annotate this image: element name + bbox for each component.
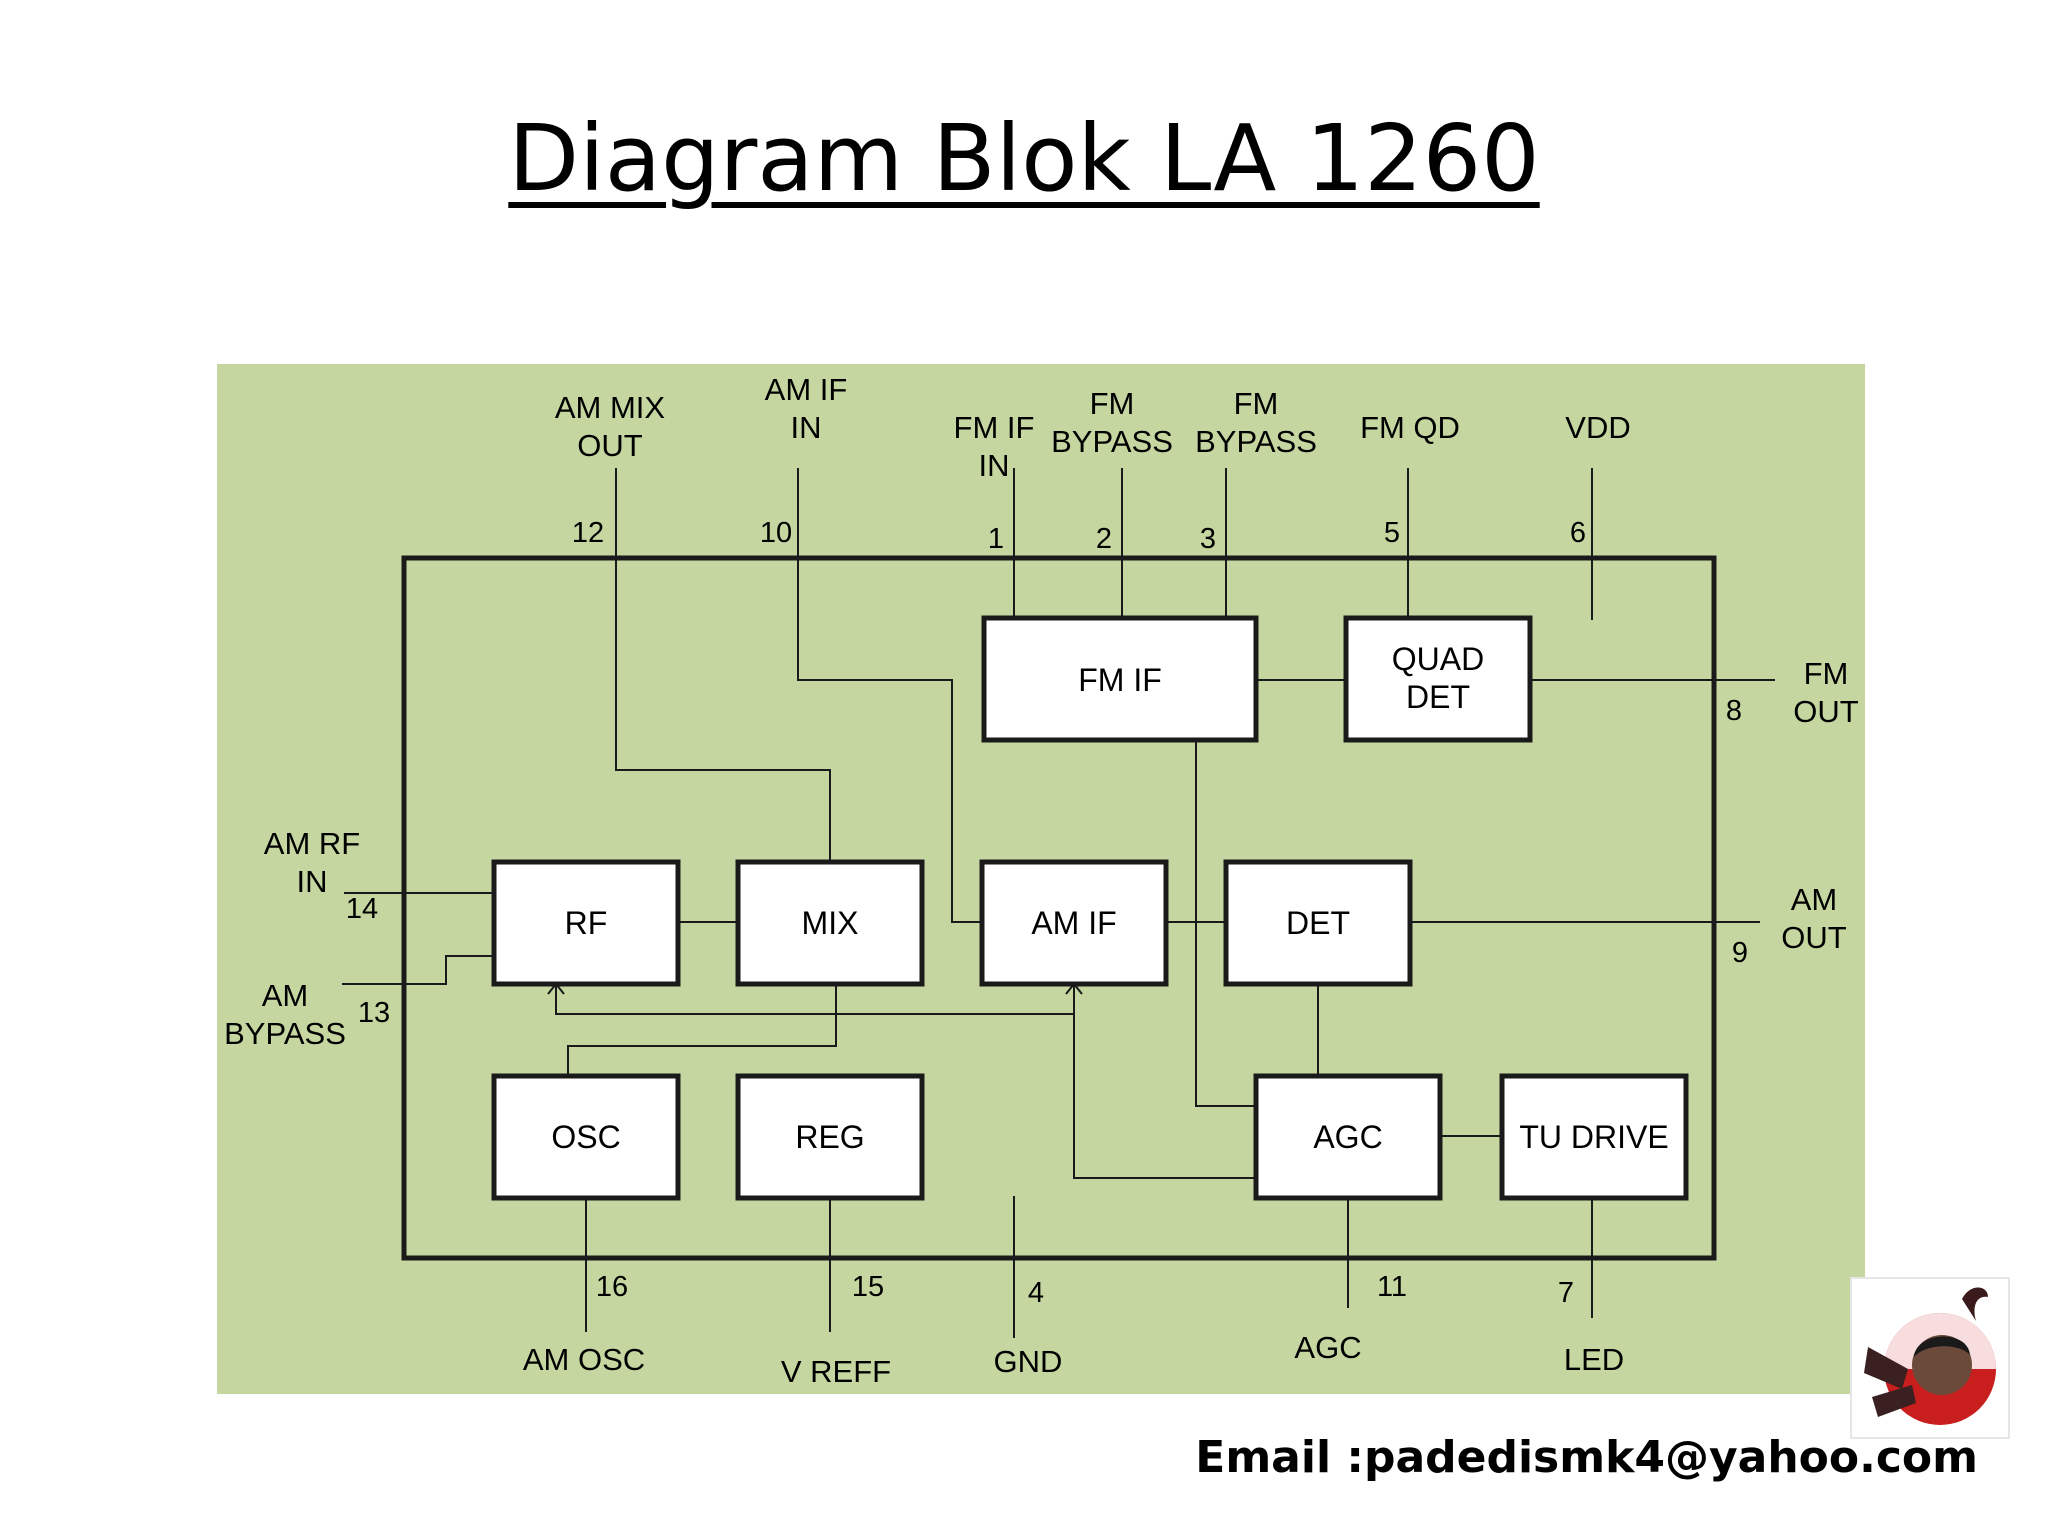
pin-number-16: 16 bbox=[596, 1271, 628, 1303]
block-label-tu-drive: TU DRIVE bbox=[1519, 1119, 1668, 1155]
ic-outline bbox=[401, 555, 1717, 1261]
block-label-quad-line2: DET bbox=[1406, 679, 1470, 715]
pin14-label-line2: IN bbox=[297, 864, 328, 899]
pin12-label-line1: AM MIX bbox=[555, 390, 666, 425]
pin-number-9: 9 bbox=[1732, 937, 1748, 969]
block-label-fm-if: FM IF bbox=[1078, 662, 1162, 698]
block-fm-if bbox=[981, 615, 1259, 743]
pin10-label-line2: IN bbox=[791, 410, 822, 445]
pin-number-15: 15 bbox=[852, 1271, 884, 1303]
wire-pin13 bbox=[342, 955, 494, 985]
pin10-label-line1: AM IF bbox=[765, 372, 848, 407]
block-label-quad-line1: QUAD bbox=[1392, 641, 1484, 677]
pin2-label-line2: BYPASS bbox=[1051, 424, 1173, 459]
block-mix bbox=[735, 859, 925, 987]
contact-email: Email :padedismk4@yahoo.com bbox=[1195, 1432, 1978, 1483]
pin-number-12: 12 bbox=[572, 517, 604, 549]
pin3-label-line1: FM bbox=[1234, 386, 1279, 421]
pin7-label: LED bbox=[1564, 1342, 1624, 1377]
block-label-osc: OSC bbox=[551, 1119, 620, 1155]
wire-pin12-mix bbox=[615, 468, 831, 862]
pin12-label-line2: OUT bbox=[577, 428, 643, 463]
block-am-if bbox=[979, 859, 1169, 987]
pin6-label: VDD bbox=[1565, 410, 1630, 445]
block-label-am-if: AM IF bbox=[1031, 905, 1116, 941]
block-label-rf: RF bbox=[565, 905, 608, 941]
wire-mix-osc bbox=[567, 986, 837, 1076]
pin9-label-line1: AM bbox=[1791, 882, 1838, 917]
block-tu-drive bbox=[1499, 1073, 1689, 1201]
block-label-reg: REG bbox=[795, 1119, 864, 1155]
pin4-label: GND bbox=[994, 1344, 1063, 1379]
pin-number-6: 6 bbox=[1570, 517, 1586, 549]
pin15-label: V REFF bbox=[781, 1354, 891, 1389]
block-reg bbox=[735, 1073, 925, 1201]
block-label-mix: MIX bbox=[802, 905, 859, 941]
pin-number-1: 1 bbox=[988, 523, 1004, 555]
pin-number-8: 8 bbox=[1726, 695, 1742, 727]
pin1-label-line2: IN bbox=[979, 448, 1010, 483]
wire-pin10-amif bbox=[797, 468, 982, 923]
pin-number-7: 7 bbox=[1558, 1277, 1574, 1309]
block-quad-det bbox=[1343, 615, 1533, 743]
pin-number-2: 2 bbox=[1096, 523, 1112, 555]
blocks bbox=[491, 615, 1689, 1201]
pin-number-5: 5 bbox=[1384, 517, 1400, 549]
wire-fmif-agc bbox=[1195, 742, 1256, 1107]
person-emblem-icon bbox=[1850, 1277, 2010, 1439]
pin-number-4: 4 bbox=[1028, 1277, 1044, 1309]
pin-number-13: 13 bbox=[358, 997, 390, 1029]
pin3-label-line2: BYPASS bbox=[1195, 424, 1317, 459]
pin13-label-line1: AM bbox=[262, 978, 309, 1013]
pin1-label-line1: FM IF bbox=[954, 410, 1035, 445]
block-label-det: DET bbox=[1286, 905, 1350, 941]
pin9-label-line2: OUT bbox=[1781, 920, 1847, 955]
block-det bbox=[1223, 859, 1413, 987]
pin8-label-line2: OUT bbox=[1793, 694, 1859, 729]
pin11-label: AGC bbox=[1294, 1330, 1361, 1365]
pin-number-10: 10 bbox=[760, 517, 792, 549]
pin13-label-line2: BYPASS bbox=[224, 1016, 346, 1051]
pin14-label-line1: AM RF bbox=[264, 826, 360, 861]
wires bbox=[342, 468, 1775, 1338]
pin8-label-line1: FM bbox=[1804, 656, 1849, 691]
slide-title: Diagram Blok LA 1260 bbox=[508, 105, 1540, 212]
block-rf bbox=[491, 859, 681, 987]
block-label-agc: AGC bbox=[1313, 1119, 1382, 1155]
pin16-label: AM OSC bbox=[523, 1342, 645, 1377]
wire-agc-rf bbox=[555, 986, 1074, 1015]
wire-agc-amif bbox=[1073, 986, 1256, 1179]
pin5-label: FM QD bbox=[1360, 410, 1460, 445]
pin2-label-line1: FM bbox=[1090, 386, 1135, 421]
pin-number-11: 11 bbox=[1377, 1271, 1407, 1303]
pin-number-14: 14 bbox=[346, 893, 378, 925]
block-agc bbox=[1253, 1073, 1443, 1201]
block-osc bbox=[491, 1073, 681, 1201]
pin-number-3: 3 bbox=[1200, 523, 1216, 555]
